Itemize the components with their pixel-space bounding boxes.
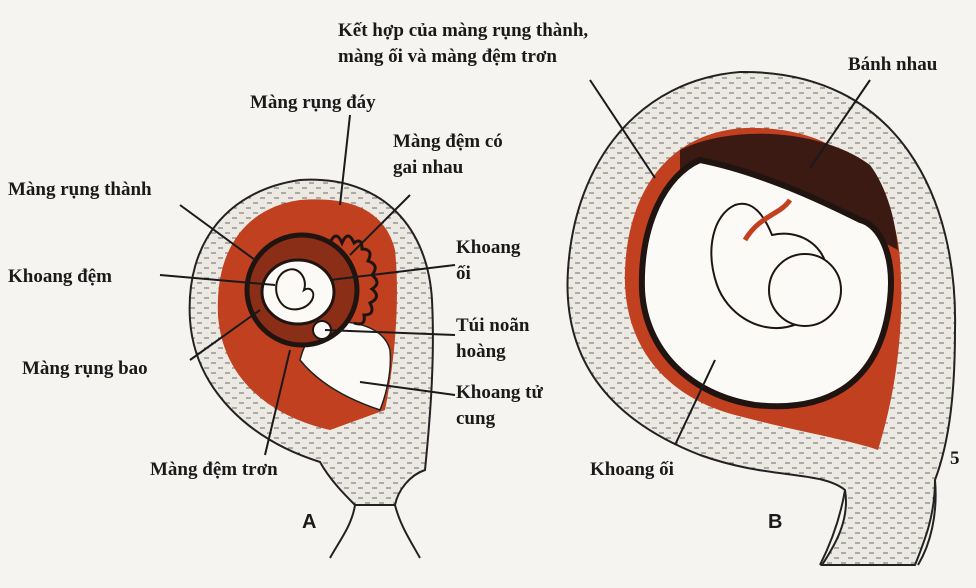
- label-tui-noan-hoang-2: hoàng: [456, 341, 506, 362]
- umbilical-cord-b: [742, 198, 793, 242]
- label-khoang-tu-cung-1: Khoang tử: [456, 382, 543, 403]
- label-mang-dem-co-gai-2: gai nhau: [393, 157, 464, 178]
- chorionic-villi-a: [328, 234, 379, 326]
- page-mark: 5: [950, 448, 960, 469]
- label-khoang-dem: Khoang đệm: [8, 266, 112, 287]
- figure-a: [188, 178, 434, 559]
- labels: Màng rụng đáy Màng đệm có gai nhau Màng …: [8, 20, 960, 533]
- label-ket-hop-2: màng ối và màng đệm trơn: [338, 46, 557, 67]
- label-banh-nhau: Bánh nhau: [848, 54, 938, 75]
- cervix-b: [819, 479, 937, 566]
- label-khoang-oi-a-2: ối: [456, 263, 471, 284]
- label-mang-dem-co-gai-1: Màng đệm có: [393, 131, 503, 152]
- leader-lines: [159, 79, 871, 456]
- label-mang-rung-thanh: Màng rụng thành: [8, 179, 152, 200]
- label-tui-noan-hoang-1: Túi noãn: [456, 315, 530, 336]
- fetus-head-b: [768, 253, 842, 327]
- cervix-a: [329, 504, 421, 559]
- label-mang-dem-tron: Màng đệm trơn: [150, 459, 278, 480]
- label-mang-rung-day: Màng rụng đáy: [250, 92, 376, 113]
- figure-b: [566, 70, 957, 566]
- embryo-a: [275, 268, 315, 311]
- label-khoang-oi-a-1: Khoang: [456, 237, 521, 258]
- label-khoang-oi-b: Khoang ối: [590, 459, 674, 480]
- label-ket-hop-1: Kết hợp của màng rụng thành,: [338, 20, 588, 41]
- label-khoang-tu-cung-2: cung: [456, 408, 496, 429]
- label-mang-rung-bao: Màng rụng bao: [22, 358, 148, 379]
- panel-label-b: B: [768, 511, 782, 533]
- panel-label-a: A: [302, 511, 316, 533]
